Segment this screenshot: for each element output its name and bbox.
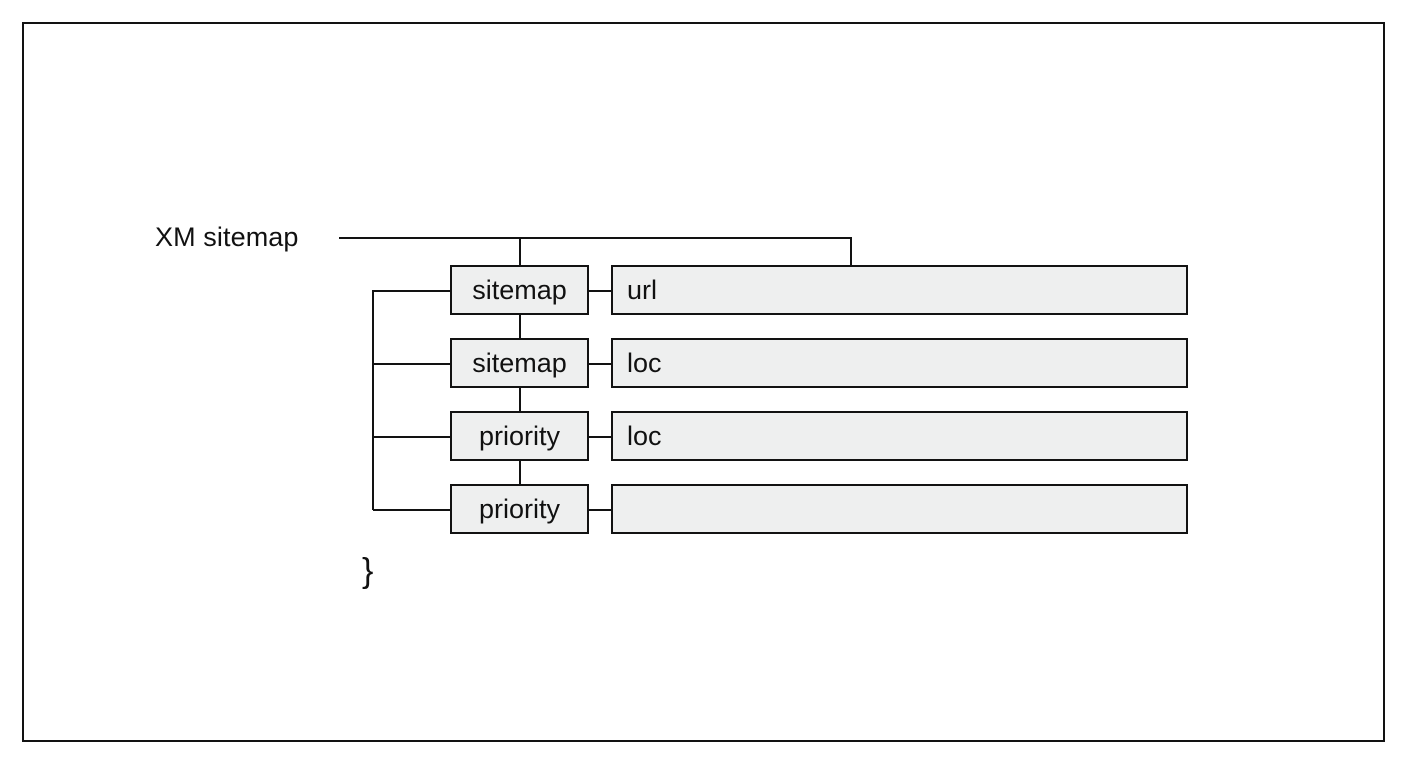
node-box-2[interactable]: sitemap bbox=[450, 338, 589, 388]
trunk-horizontal-connector bbox=[339, 237, 852, 239]
value-box-3[interactable]: loc bbox=[611, 411, 1188, 461]
spine-spur-connector-2 bbox=[373, 363, 451, 365]
node-interlink-connector-3 bbox=[519, 461, 521, 484]
closing-brace-label: } bbox=[362, 552, 374, 590]
node-box-1[interactable]: sitemap bbox=[450, 265, 589, 315]
node-spine-connector bbox=[372, 290, 374, 510]
node-box-3[interactable]: priority bbox=[450, 411, 589, 461]
value-box-1[interactable]: url bbox=[611, 265, 1188, 315]
node-value-stub-connector-1 bbox=[589, 290, 612, 292]
trunk-drop-to-node-connector bbox=[519, 237, 521, 266]
node-value-stub-connector-4 bbox=[589, 509, 612, 511]
trunk-drop-to-value-connector bbox=[850, 237, 852, 266]
root-node-label: XM sitemap bbox=[155, 222, 299, 252]
node-value-stub-connector-3 bbox=[589, 436, 612, 438]
spine-spur-connector-4 bbox=[373, 509, 451, 511]
node-box-4[interactable]: priority bbox=[450, 484, 589, 534]
node-value-stub-connector-2 bbox=[589, 363, 612, 365]
node-interlink-connector-1 bbox=[519, 315, 521, 338]
value-box-2[interactable]: loc bbox=[611, 338, 1188, 388]
node-interlink-connector-2 bbox=[519, 388, 521, 411]
value-box-4[interactable] bbox=[611, 484, 1188, 534]
spine-spur-connector-3 bbox=[373, 436, 451, 438]
spine-spur-connector-1 bbox=[373, 290, 451, 292]
